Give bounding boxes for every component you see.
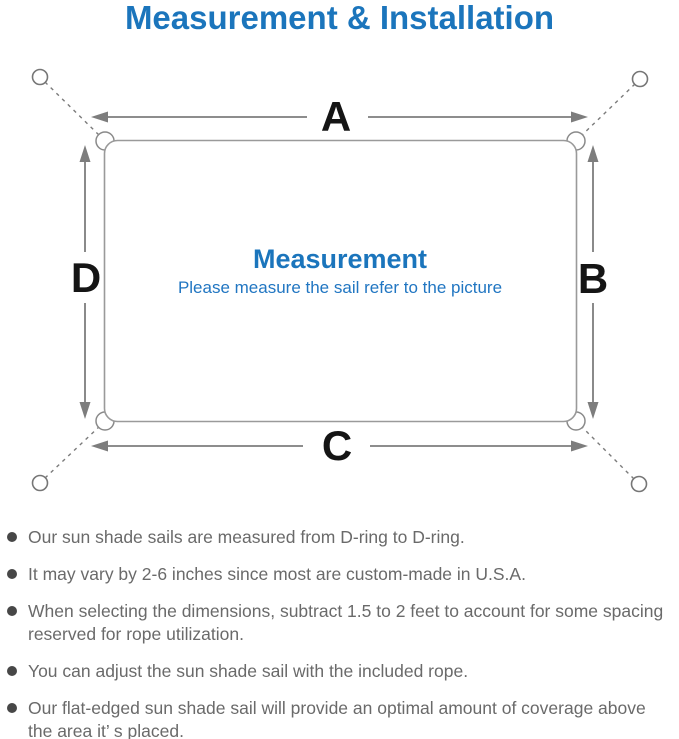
list-item: Our sun shade sails are measured from D-… bbox=[7, 526, 675, 549]
page-title: Measurement & Installation bbox=[124, 0, 555, 36]
arrow-b-down-head bbox=[587, 402, 599, 419]
label-side-a: A bbox=[321, 93, 351, 140]
measurement-heading: Measurement bbox=[253, 244, 427, 274]
list-item: When selecting the dimensions, subtract … bbox=[7, 600, 675, 646]
arrow-c-right-head bbox=[571, 440, 588, 452]
bullet-dot-icon bbox=[7, 666, 17, 676]
note-line: Our sun shade sails are measured from D-… bbox=[28, 527, 465, 547]
corner-rope-dashed-lines bbox=[44, 81, 636, 480]
note-text: Our sun shade sails are measured from D-… bbox=[28, 526, 465, 549]
list-item: You can adjust the sun shade sail with t… bbox=[7, 660, 675, 683]
arrow-d-down-head bbox=[79, 402, 91, 419]
note-line: You can adjust the sun shade sail with t… bbox=[28, 661, 469, 681]
note-line: It may vary by 2-6 inches since most are… bbox=[28, 564, 526, 584]
note-text: Our flat-edged sun shade sail will provi… bbox=[28, 697, 646, 739]
bullet-dot-icon bbox=[7, 703, 17, 713]
rope-top-right bbox=[578, 83, 636, 139]
note-text: It may vary by 2-6 inches since most are… bbox=[28, 563, 526, 586]
label-side-c: C bbox=[322, 422, 352, 469]
list-item: Our flat-edged sun shade sail will provi… bbox=[7, 697, 675, 739]
anchor-point-circles bbox=[31, 68, 649, 493]
anchor-circle-bottom-right bbox=[630, 475, 648, 493]
dimension-arrows bbox=[79, 111, 599, 452]
dimension-letters: A B C D bbox=[71, 93, 608, 469]
anchor-circle-top-right bbox=[631, 70, 649, 88]
arrow-b-up-head bbox=[587, 145, 599, 162]
label-side-d: D bbox=[71, 254, 101, 301]
label-side-b: B bbox=[578, 255, 608, 302]
note-line: Our flat-edged sun shade sail will provi… bbox=[28, 698, 646, 718]
note-text: When selecting the dimensions, subtract … bbox=[28, 600, 663, 646]
rope-bottom-right bbox=[578, 423, 635, 480]
note-text: You can adjust the sun shade sail with t… bbox=[28, 660, 468, 683]
arrow-a-left-head bbox=[91, 111, 108, 123]
note-line: the area it’ s placed. bbox=[28, 721, 184, 739]
rope-bottom-left bbox=[44, 423, 103, 479]
sail-measurement-diagram: A B C D Measurement Please measure the s… bbox=[31, 68, 649, 493]
bullet-dot-icon bbox=[7, 606, 17, 616]
rope-top-left bbox=[44, 81, 103, 139]
arrow-c-left-head bbox=[91, 440, 108, 452]
anchor-circle-bottom-left bbox=[31, 474, 49, 492]
anchor-circle-top-left bbox=[31, 68, 49, 86]
measurement-subtitle: Please measure the sail refer to the pic… bbox=[178, 278, 502, 297]
bullet-dot-icon bbox=[7, 532, 17, 542]
notes-list: Our sun shade sails are measured from D-… bbox=[7, 526, 675, 739]
bullet-dot-icon bbox=[7, 569, 17, 579]
note-line: reserved for rope utilization. bbox=[28, 624, 244, 644]
arrow-a-right-head bbox=[571, 111, 588, 123]
note-line: When selecting the dimensions, subtract … bbox=[28, 601, 664, 621]
arrow-d-up-head bbox=[79, 145, 91, 162]
list-item: It may vary by 2-6 inches since most are… bbox=[7, 563, 675, 586]
sail-rectangle bbox=[103, 139, 578, 423]
